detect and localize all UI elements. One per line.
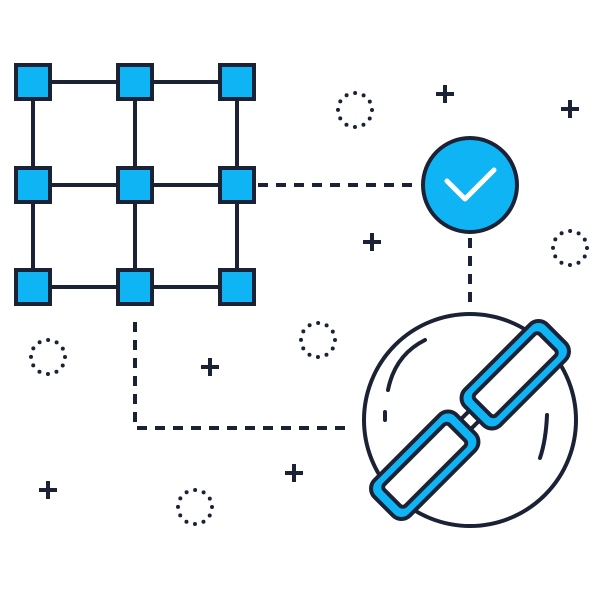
chain-link-lower-inner <box>381 421 469 509</box>
plus-icon <box>285 464 303 482</box>
dotted-circle-icon <box>176 488 214 526</box>
check-mark <box>444 167 497 202</box>
plus-icon <box>436 85 454 103</box>
grid-to-link-dashed-line <box>133 322 350 430</box>
grid-node <box>116 63 154 101</box>
plus-icon <box>561 100 579 118</box>
circle-highlight-arc <box>386 338 427 392</box>
dashed-connectors <box>133 183 472 430</box>
chain-link-icon <box>362 312 578 528</box>
plus-icon <box>201 358 219 376</box>
grid-node <box>14 166 52 204</box>
grid-node <box>218 166 256 204</box>
grid-nodes <box>14 63 256 306</box>
grid-lines <box>31 80 239 289</box>
dotted-circle-icon <box>29 338 67 376</box>
dotted-circle-icon <box>299 321 337 359</box>
dotted-circle-icon <box>551 229 589 267</box>
dotted-circle-icon <box>336 91 374 129</box>
grid-node <box>218 268 256 306</box>
chain-link-upper-inner <box>471 331 559 419</box>
grid-node <box>14 63 52 101</box>
check-circle-icon <box>421 136 519 234</box>
grid-node <box>14 268 52 306</box>
plus-icon <box>363 233 381 251</box>
grid-node <box>116 166 154 204</box>
check-circle <box>421 136 519 234</box>
plus-icon <box>39 481 57 499</box>
grid-node <box>116 268 154 306</box>
circle-highlight-arc-right <box>538 413 549 460</box>
blockchain-grid-icon <box>14 63 256 306</box>
decorations <box>29 85 589 526</box>
chain <box>369 319 571 521</box>
grid-node <box>218 63 256 101</box>
